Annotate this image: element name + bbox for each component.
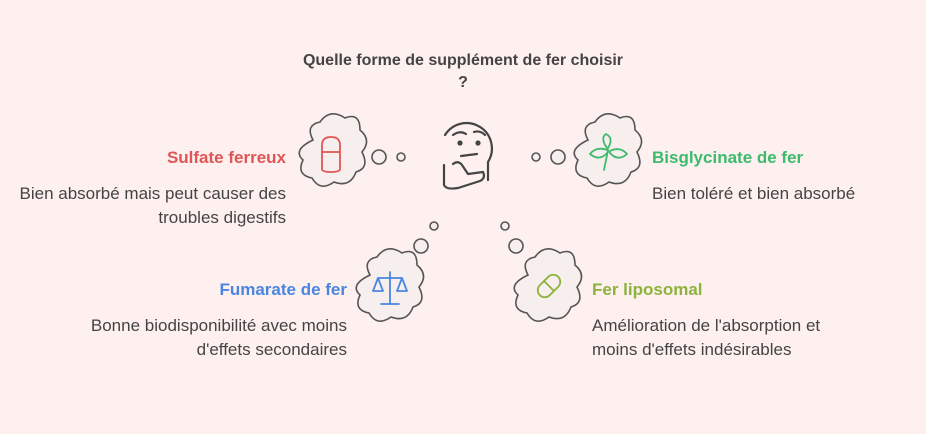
cloud-bisglycinate <box>573 113 643 187</box>
leaves-icon <box>589 133 628 171</box>
option-label-fumarate: Fumarate de fer <box>219 280 347 299</box>
thought-dot <box>508 238 524 254</box>
diagram-title: Quelle forme de supplément de fer choisi… <box>302 52 624 91</box>
option-desc-fumarate: Bonne biodisponibilité avec moins d'effe… <box>90 316 347 359</box>
thought-dot <box>413 238 429 254</box>
thought-dot <box>429 221 439 231</box>
option-label-sulfate: Sulfate ferreux <box>166 148 286 167</box>
pill-icon <box>536 273 562 299</box>
cloud-fumarate <box>355 248 425 322</box>
option-desc-liposomal: Amélioration de l'absorption et moins d'… <box>592 316 821 359</box>
thought-dot <box>396 152 406 162</box>
cloud-sulfate <box>298 113 368 187</box>
capsule-icon <box>321 136 341 173</box>
option-label-bisglycinate: Bisglycinate de fer <box>652 148 804 167</box>
thinking-face-icon <box>442 122 493 190</box>
thought-dots <box>371 149 566 254</box>
option-label-liposomal: Fer liposomal <box>592 280 703 299</box>
option-desc-sulfate: Bien absorbé mais peut causer des troubl… <box>19 184 287 227</box>
balance-scale-icon <box>372 271 408 305</box>
thought-dot <box>371 149 387 165</box>
option-desc-bisglycinate: Bien toléré et bien absorbé <box>652 184 856 203</box>
cloud-liposomal <box>513 248 583 322</box>
thought-dot <box>550 149 566 165</box>
thought-dot <box>531 152 541 162</box>
thought-dot <box>500 221 510 231</box>
